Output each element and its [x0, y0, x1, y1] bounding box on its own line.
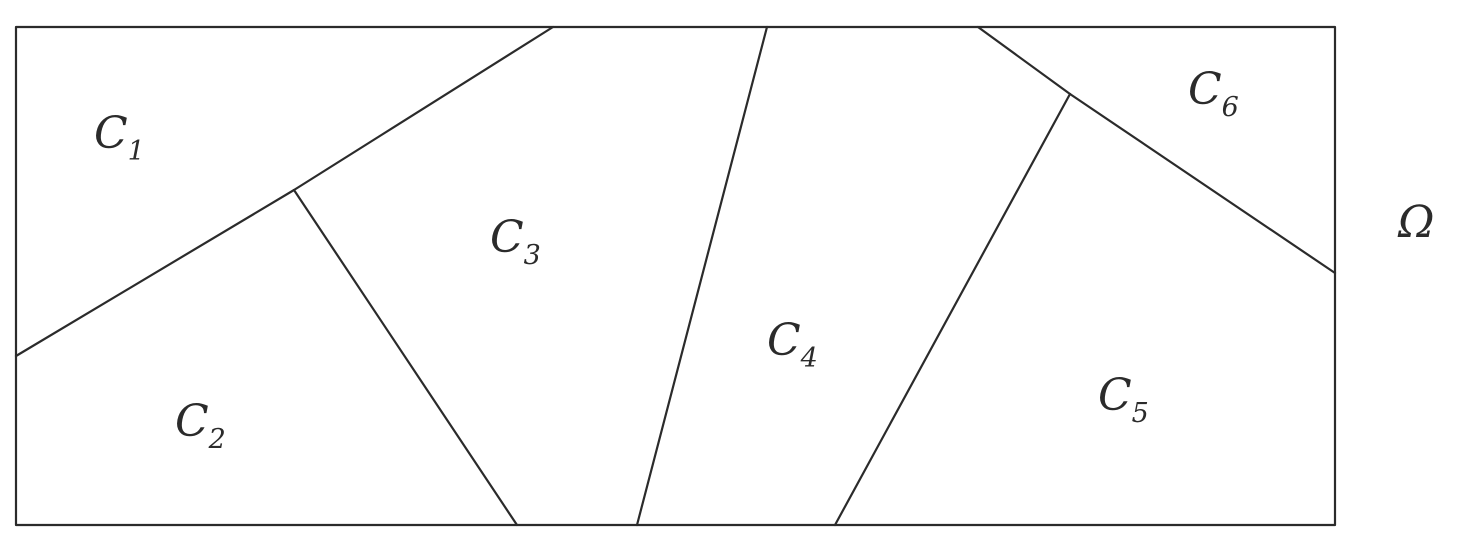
edge-c1-c2 [14, 188, 296, 358]
edge-c4-c6 [976, 25, 1072, 96]
region-label-c6: C6 [1188, 64, 1239, 123]
edge-c3-c4 [635, 25, 769, 527]
region-label-c2: C2 [175, 396, 226, 455]
region-label-c5: C5 [1098, 370, 1149, 429]
edge-c2-c3 [292, 188, 519, 527]
region-label-c4: C4 [767, 315, 818, 374]
domain-label-omega: Ω [1397, 197, 1434, 248]
edge-c1-c3 [292, 25, 555, 192]
edge-c5-c6 [1068, 92, 1337, 275]
region-label-c1: C1 [94, 108, 145, 167]
region-label-c3: C3 [490, 212, 541, 271]
edge-c4-c5 [833, 92, 1072, 527]
domain-boundary [14, 25, 1337, 527]
